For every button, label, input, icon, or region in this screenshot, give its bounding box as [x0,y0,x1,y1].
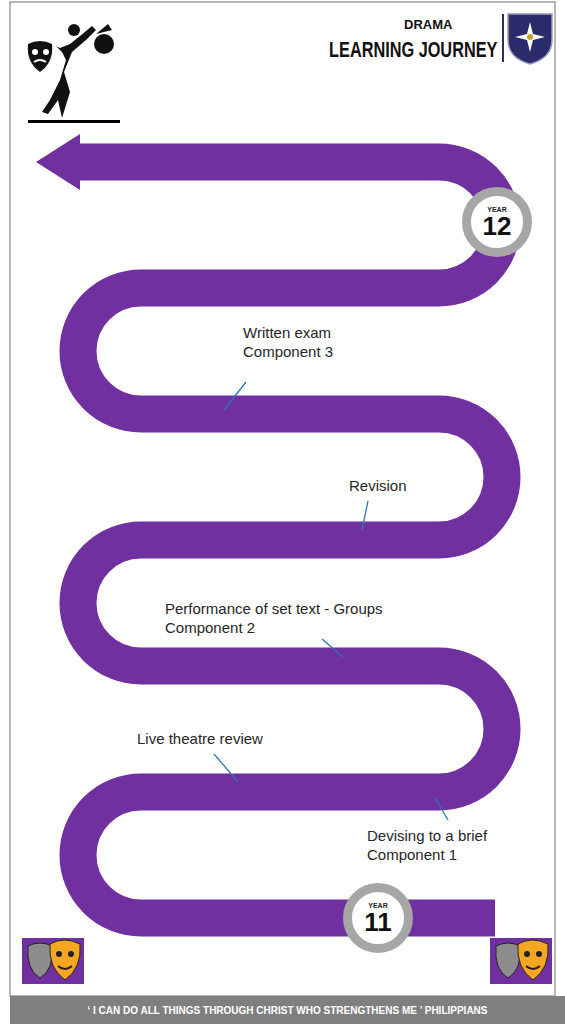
stage-label: Live theatre review [137,730,263,749]
year-caption: YEAR [368,902,387,909]
page-frame [10,2,555,996]
subject-heading: DRAMA [404,17,452,33]
year-circle: YEAR11 [343,883,413,953]
leader-line [322,639,343,657]
year-circle: YEAR12 [462,187,532,257]
path-arrowhead [36,134,80,190]
poster-title: LEARNING JOURNEY [329,36,497,64]
year-number: 12 [483,213,512,239]
footer-band: ‘ I CAN DO ALL THINGS THROUGH CHRIST WHO… [10,996,565,1024]
school-crest [508,14,552,64]
stage-label: Revision [349,477,407,496]
header-rule [502,14,504,62]
theatre-masks [22,938,552,984]
footer-quote: ‘ I CAN DO ALL THINGS THROUGH CHRIST WHO… [87,1005,487,1016]
year-caption: YEAR [487,206,506,213]
stage-label: Written exam Component 3 [243,324,343,362]
dancer-icon [28,24,120,123]
leader-line [214,754,238,782]
year-number: 11 [364,909,392,935]
leader-line [224,382,246,410]
leader-line [362,501,368,530]
stage-label: Devising to a brief Component 1 [367,827,517,865]
stage-label: Performance of set text - Groups Compone… [165,600,415,638]
leader-line [435,798,448,820]
journey-path [78,162,502,918]
